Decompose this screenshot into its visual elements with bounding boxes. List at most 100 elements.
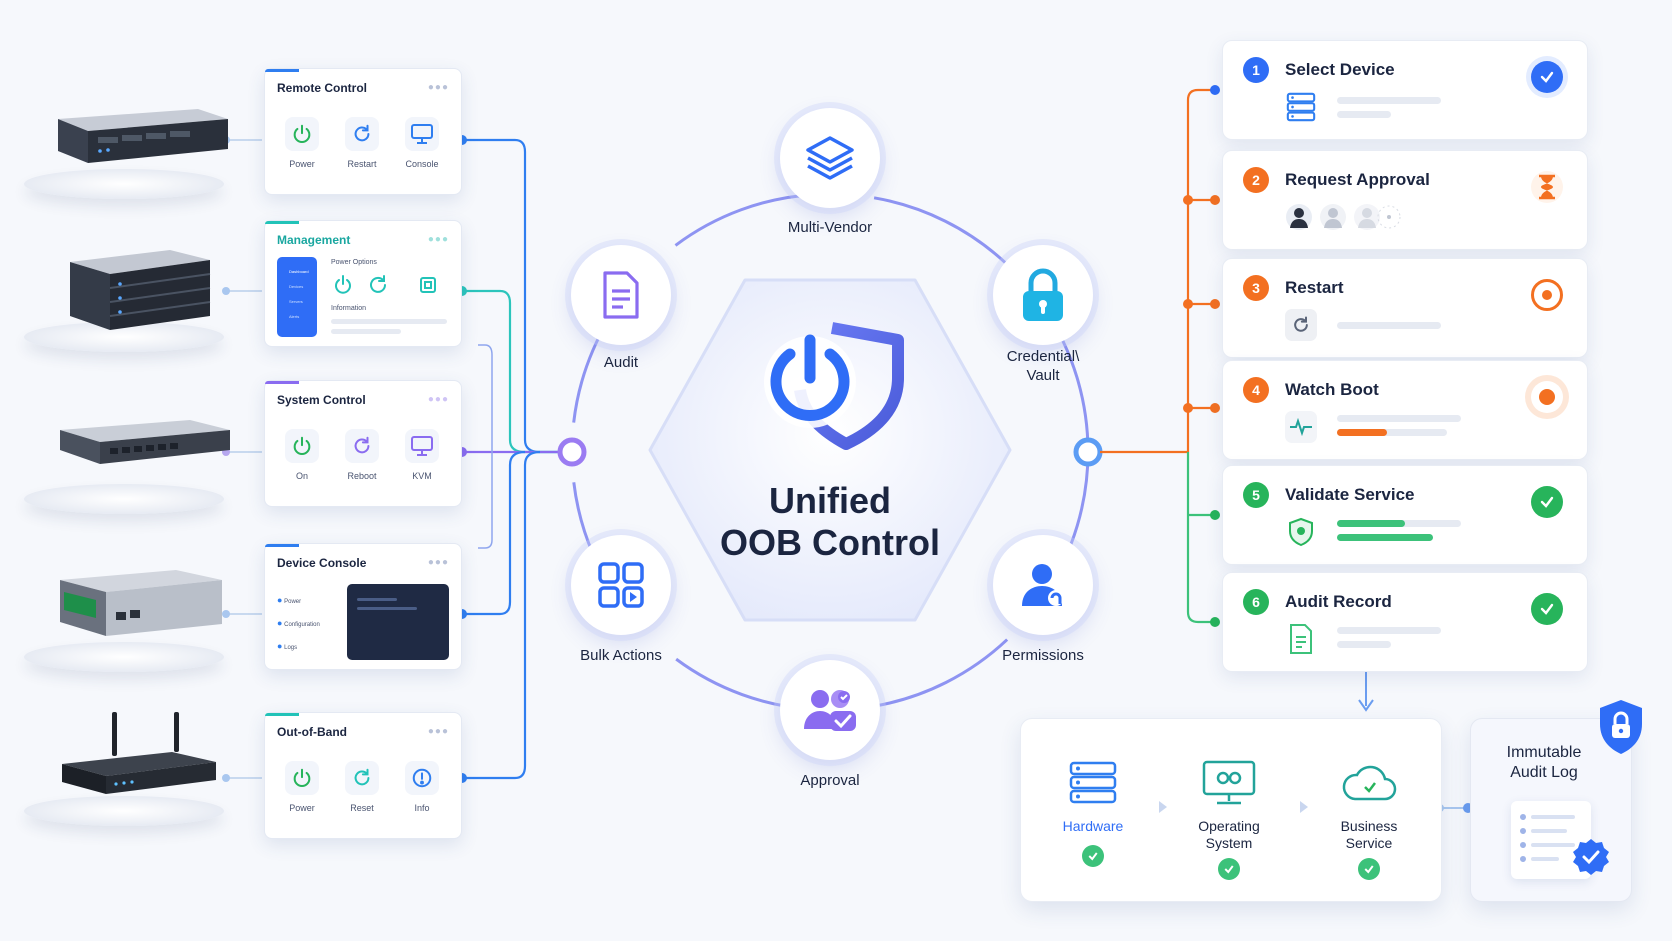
hardware-label: Hardware	[1062, 818, 1124, 834]
credential-vault-label: Credential\ Vault	[968, 347, 1118, 385]
info-line	[331, 319, 447, 324]
info-icon	[412, 768, 432, 788]
sidebar-item[interactable]: Dashboard	[289, 269, 309, 274]
system-control-card: System Control ●●● On Reboot KVM	[264, 380, 462, 507]
check-icon	[1531, 486, 1563, 518]
bulk-actions-node[interactable]	[571, 535, 671, 635]
hub-title-line: OOB Control	[720, 522, 940, 563]
power-options-icons[interactable]	[333, 273, 443, 297]
reboot-button[interactable]: Reboot	[335, 429, 389, 481]
tool-label: Reset	[350, 803, 374, 813]
hub-hexagon	[635, 270, 1025, 630]
check-icon	[1531, 593, 1563, 625]
stacked-server-device	[20, 238, 230, 358]
hourglass-icon	[1531, 171, 1563, 203]
check-icon	[1531, 61, 1563, 93]
log-document	[1511, 801, 1591, 879]
management-card: Management ●●● Dashboard Devices Servers…	[264, 220, 462, 347]
more-icon[interactable]: ●●●	[427, 394, 449, 405]
card-title: System Control	[277, 393, 366, 407]
approval-label: Approval	[800, 772, 860, 789]
device-console-card: Device Console ●●● ● Power ● Configurati…	[264, 543, 462, 670]
restart-icon	[354, 768, 370, 786]
tool-label: Console	[405, 159, 439, 169]
console-button[interactable]: Console	[395, 117, 449, 169]
info-button[interactable]: Info	[395, 761, 449, 813]
card-accent	[265, 221, 299, 224]
user-key-icon	[1022, 564, 1064, 606]
restart-button[interactable]: Restart	[335, 117, 389, 169]
audit-node[interactable]	[571, 245, 671, 345]
step-number: 5	[1243, 482, 1269, 508]
power-icon	[293, 124, 311, 143]
tool-label: Power	[289, 803, 315, 813]
tool-label: KVM	[412, 471, 432, 481]
console-menu-item[interactable]: ● Power	[277, 595, 302, 605]
sidebar-item[interactable]: Servers	[289, 299, 303, 304]
tool-label: On	[295, 471, 308, 481]
chevron-right-icon	[1159, 801, 1167, 813]
more-icon[interactable]: ●●●	[427, 557, 449, 568]
more-icon[interactable]: ●●●	[427, 82, 449, 93]
hub-title-line: Unified	[769, 480, 891, 521]
audit-label: Audit	[603, 354, 639, 371]
label-line: Credential\	[1006, 348, 1080, 365]
card-title: Out-of-Band	[277, 725, 347, 739]
power-icon	[293, 768, 311, 787]
grid-apps-icon	[598, 562, 644, 608]
verified-badge-icon	[1573, 839, 1609, 875]
validate-progress-track	[1337, 520, 1461, 527]
step-restart[interactable]: 3 Restart	[1222, 258, 1588, 358]
power-button[interactable]: Power	[275, 761, 329, 813]
heartbeat-icon	[1285, 411, 1317, 443]
title-line: Audit Log	[1510, 764, 1578, 781]
boot-progress-track	[1337, 429, 1447, 436]
sidebar-item[interactable]: Devices	[289, 284, 304, 289]
console-menu-item[interactable]: ● Logs	[277, 641, 298, 651]
remote-control-card: Remote Control ●●● Power Restart Console	[264, 68, 462, 195]
target-icon	[1531, 279, 1563, 311]
credential-vault-node[interactable]	[993, 245, 1093, 345]
permissions-node[interactable]	[993, 535, 1093, 635]
more-icon[interactable]: ●●●	[427, 234, 449, 245]
step-title: Audit Record	[1285, 592, 1392, 611]
progress-dot-icon	[1531, 381, 1563, 413]
console-menu-item[interactable]: ● Configuration	[277, 618, 320, 628]
kvm-button[interactable]: KVM	[395, 429, 449, 481]
monitor-icon	[411, 436, 433, 456]
restart-icon	[1285, 309, 1317, 341]
step-watch-boot[interactable]: 4 Watch Boot	[1222, 360, 1588, 460]
cloud-icon	[1342, 765, 1397, 801]
power-icon	[293, 436, 311, 455]
monitor-icon	[411, 124, 433, 144]
placeholder-line	[1337, 641, 1391, 648]
step-title: Select Device	[1285, 60, 1395, 79]
layers-icon	[806, 136, 854, 180]
power-button[interactable]: Power	[275, 117, 329, 169]
bulk-actions-label: Bulk Actions	[580, 647, 662, 664]
approval-node[interactable]	[780, 660, 880, 760]
placeholder-line	[1337, 111, 1391, 118]
placeholder-line	[1337, 627, 1441, 634]
reset-button[interactable]: Reset	[335, 761, 389, 813]
sidebar-item[interactable]: Alerts	[289, 314, 300, 319]
step-audit-record[interactable]: 6 Audit Record	[1222, 572, 1588, 672]
on-button[interactable]: On	[275, 429, 329, 481]
rack-server-device	[20, 85, 230, 205]
step-select-device[interactable]: 1 Select Device	[1222, 40, 1588, 140]
card-accent	[265, 713, 299, 716]
power-options-label: Power Options	[331, 259, 377, 266]
step-validate-service[interactable]: 5 Validate Service	[1222, 465, 1588, 565]
mini-sidebar: Dashboard Devices Servers Alerts	[277, 257, 317, 337]
step-title: Request Approval	[1285, 170, 1430, 189]
step-request-approval[interactable]: 2 Request Approval	[1222, 150, 1588, 250]
terminal-screen[interactable]	[347, 584, 449, 660]
more-icon[interactable]: ●●●	[427, 726, 449, 737]
card-accent	[265, 381, 299, 384]
validate-progress-fill	[1337, 520, 1406, 527]
network-switch-device	[20, 400, 230, 520]
console-menu: ● Power ● Configuration ● Logs	[277, 590, 320, 659]
restart-icon	[354, 436, 370, 454]
step-number: 3	[1243, 275, 1269, 301]
multi-vendor-node[interactable]	[780, 108, 880, 208]
